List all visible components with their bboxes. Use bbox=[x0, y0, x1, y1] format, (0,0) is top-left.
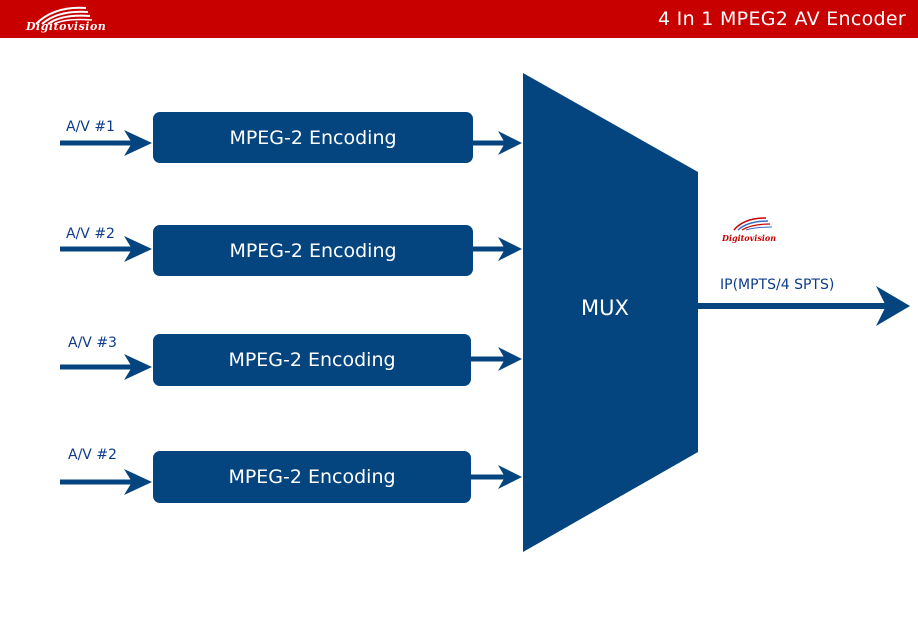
digitovision-logo-icon bbox=[35, 6, 93, 25]
encoder-arrow-1 bbox=[472, 131, 522, 155]
input-arrow-1 bbox=[60, 130, 152, 156]
logo-text: Digitovision bbox=[26, 20, 107, 33]
input-label-4: A/V #2 bbox=[68, 447, 117, 463]
mux-label: MUX bbox=[581, 296, 629, 320]
watermark-logo-icon bbox=[733, 217, 773, 231]
page-title: 4 In 1 MPEG2 AV Encoder bbox=[657, 8, 906, 30]
watermark-text: Digitovision bbox=[722, 233, 777, 243]
header-bar: Digitovision 4 In 1 MPEG2 AV Encoder bbox=[0, 0, 918, 38]
encoder-arrow-3 bbox=[470, 347, 522, 371]
encoder-box-1: MPEG-2 Encoding bbox=[153, 112, 473, 163]
output-label: IP(MPTS/4 SPTS) bbox=[720, 277, 835, 293]
input-arrow-4 bbox=[60, 469, 152, 495]
encoder-box-4: MPEG-2 Encoding bbox=[153, 451, 471, 503]
input-arrow-3 bbox=[60, 354, 152, 380]
encoder-arrow-4 bbox=[470, 465, 522, 489]
input-label-3: A/V #3 bbox=[68, 335, 117, 351]
encoder-arrow-2 bbox=[472, 237, 522, 261]
output-arrow bbox=[698, 286, 910, 326]
encoder-box-3: MPEG-2 Encoding bbox=[153, 334, 471, 386]
input-arrow-2 bbox=[60, 236, 152, 262]
input-label-1: A/V #1 bbox=[66, 119, 115, 135]
mux-block bbox=[523, 73, 698, 552]
encoder-box-2: MPEG-2 Encoding bbox=[153, 225, 473, 276]
input-label-2: A/V #2 bbox=[66, 226, 115, 242]
